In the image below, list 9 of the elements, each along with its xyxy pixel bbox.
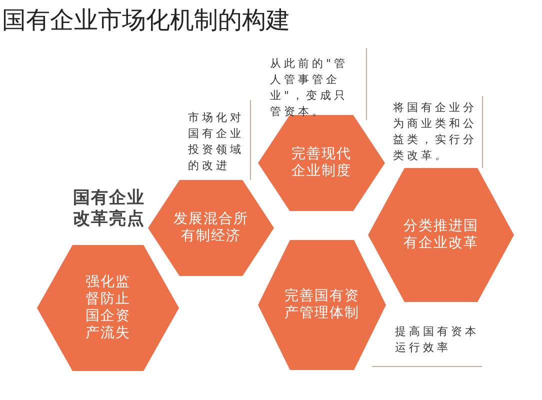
hexagon: 分类推进国有企业改革	[368, 168, 514, 302]
hexagon: 发展混合所有制经济	[148, 180, 274, 276]
note-text: 提高国有资本运行效率	[395, 324, 480, 356]
note-text: 市场化对国有企业投资领域的改进	[188, 110, 245, 174]
title: 国有企业市场化机制的构建	[2, 5, 290, 36]
note-text: 将国有企业分为商业类和公益类，实行分类改革。	[393, 100, 478, 164]
hexagon: 强化监督防止国企资产流失	[37, 245, 179, 371]
hexagon: 完善国有资产管理体制	[258, 240, 386, 370]
heading-label: 国有企业改革亮点	[72, 188, 146, 230]
